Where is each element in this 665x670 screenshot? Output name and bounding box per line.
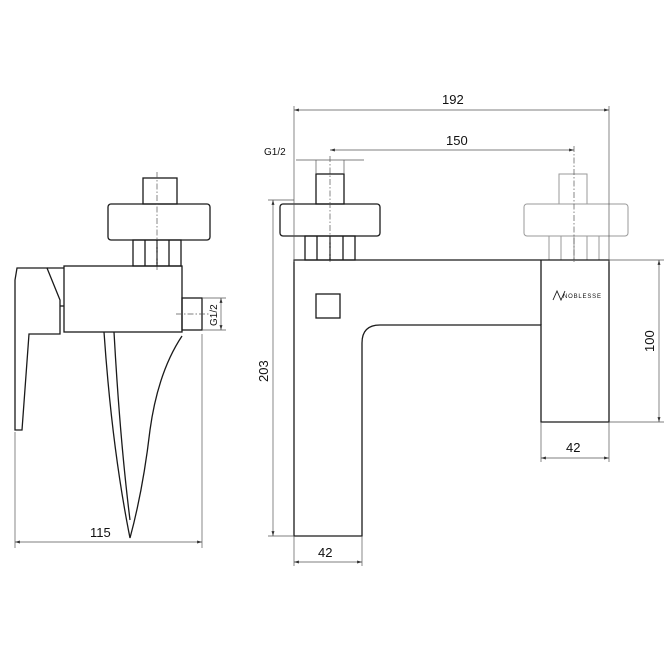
dim-label-total-height: 203	[256, 360, 271, 382]
front-left-flange	[279, 203, 381, 237]
brand-logo: NOBLESSE	[552, 289, 602, 302]
front-body	[293, 259, 610, 537]
dim-label-center-distance: 150	[446, 133, 468, 148]
brand-logo-text: NOBLESSE	[563, 294, 602, 300]
front-square-button	[315, 293, 341, 319]
dim-label-body-width: 42	[318, 545, 332, 560]
side-body	[63, 265, 183, 333]
side-handle-plate	[14, 267, 61, 431]
front-right-cap	[558, 173, 588, 205]
dim-label-overall-width: 192	[442, 92, 464, 107]
dim-label-block-height: 100	[642, 330, 657, 352]
side-top-cap	[142, 177, 178, 205]
side-view: 115 G1/2	[14, 172, 226, 548]
dim-label-side-thread: G1/2	[209, 304, 220, 326]
front-view: NOBLESSE 192 150 G1/2 203 42 100	[256, 92, 664, 566]
front-right-flange	[523, 203, 629, 237]
dim-label-side-depth: 115	[90, 525, 111, 540]
dim-label-front-thread: G1/2	[264, 147, 286, 158]
side-lever	[103, 331, 183, 539]
dim-label-block-width: 42	[566, 440, 580, 455]
side-wall-flange	[107, 203, 211, 241]
